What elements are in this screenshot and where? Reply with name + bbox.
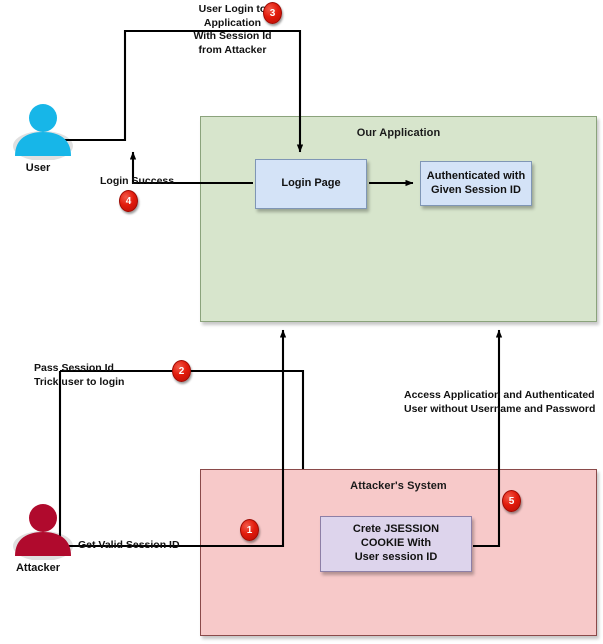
- step-5-label: Access Application and Authenticated Use…: [404, 389, 596, 415]
- actor-attacker[interactable]: Attacker: [8, 500, 80, 574]
- step-1-label: Get Valid Session ID: [78, 539, 180, 551]
- step-badge-4: 4: [119, 190, 138, 212]
- user-avatar-icon: [13, 104, 73, 161]
- step-badge-1: 1: [240, 519, 259, 541]
- step-badge-5: 5: [502, 490, 521, 512]
- zone-attackers-system-title: Attacker's System: [350, 480, 447, 492]
- step-2-label: Pass Session Id Trick user to login: [34, 362, 125, 388]
- zone-attackers-system: Attacker's System: [200, 469, 597, 636]
- wire-step-5: [473, 329, 503, 548]
- zone-our-application: Our Application: [200, 116, 597, 322]
- actor-user[interactable]: User: [8, 100, 80, 174]
- node-login-page-label: Login Page: [281, 177, 341, 190]
- node-login-page[interactable]: Login Page: [255, 159, 367, 209]
- wire-step-3: [55, 29, 304, 153]
- attacker-avatar-icon: [13, 504, 73, 561]
- wire-step-1: [60, 329, 287, 548]
- actor-user-label: User: [25, 162, 51, 174]
- step-badge-2: 2: [172, 360, 191, 382]
- wire-step-4: [129, 151, 253, 185]
- wire-step-2-out: [60, 369, 305, 469]
- node-jsession-cookie[interactable]: Crete JSESSION COOKIE With User session …: [320, 516, 472, 572]
- step-3-label: User Login to Application With Session I…: [193, 3, 272, 56]
- actor-attacker-label: Attacker: [15, 562, 61, 574]
- step-4-label: Login Success: [100, 175, 175, 187]
- step-badge-3: 3: [263, 2, 282, 24]
- node-jsession-cookie-label: Crete JSESSION COOKIE With User session …: [352, 523, 440, 563]
- zone-our-application-title: Our Application: [356, 127, 441, 139]
- node-authenticated-label: Authenticated with Given Session ID: [426, 169, 526, 196]
- node-authenticated[interactable]: Authenticated with Given Session ID: [420, 161, 532, 206]
